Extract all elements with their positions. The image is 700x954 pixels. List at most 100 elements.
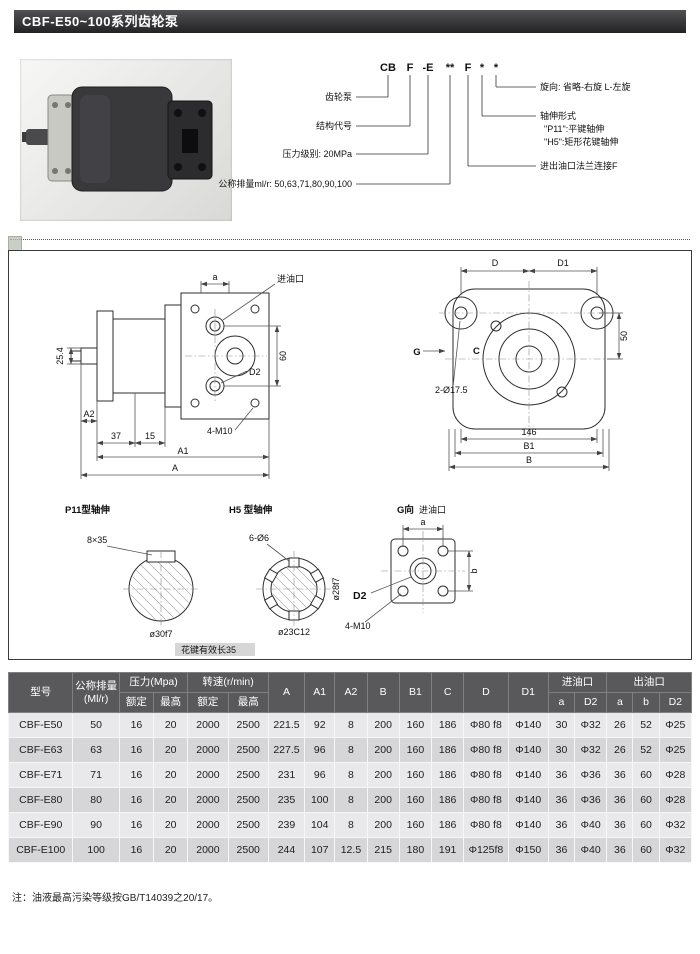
flange-d2-leader	[370, 576, 412, 594]
dim-label-d2: D2	[249, 367, 261, 377]
product-photo	[20, 59, 232, 221]
page-title-bar: CBF-E50~100系列齿轮泵	[14, 10, 686, 33]
value-cell: 191	[431, 837, 465, 864]
value-cell: 215	[366, 837, 400, 864]
top-section: CB F -E ** F * * 齿轮泵 结构代号 压力级别: 20MPa 公称…	[0, 33, 700, 252]
value-cell: 92	[304, 712, 336, 739]
value-cell: 30	[547, 737, 576, 764]
value-cell: 16	[118, 787, 155, 814]
flange-dim-a: a	[420, 517, 425, 527]
label-pressure-grade: 压力级别: 20MPa	[282, 148, 352, 159]
value-cell: 80	[72, 787, 120, 814]
value-cell: 200	[366, 812, 400, 839]
value-cell: Φ80 f8	[463, 762, 509, 789]
g-view-title: G向	[397, 504, 414, 516]
value-cell: 8	[334, 712, 368, 739]
header-inlet: 进油口	[547, 671, 608, 694]
dim-label-37: 37	[111, 431, 121, 441]
dim-label-B: B	[526, 455, 532, 465]
value-cell: 8	[334, 762, 368, 789]
header-pressure-max: 最高	[153, 692, 189, 714]
value-cell: 8	[334, 787, 368, 814]
value-cell: 200	[366, 737, 400, 764]
value-cell: 16	[118, 812, 155, 839]
value-cell: Φ28	[658, 762, 693, 789]
label-displacement: 公称排量ml/r: 50,63,71,80,90,100	[218, 178, 352, 189]
value-cell: 2000	[187, 737, 229, 764]
model-cell: CBF-E71	[7, 762, 74, 789]
dotted-separator	[10, 239, 690, 240]
value-cell: 104	[304, 812, 336, 839]
value-cell: 96	[304, 737, 336, 764]
m10-leader	[234, 407, 254, 431]
p11-key-leader	[106, 545, 153, 556]
dim-label-D1: D1	[557, 258, 569, 268]
model-cell: CBF-E50	[7, 712, 74, 739]
model-cell: CBF-E90	[7, 812, 74, 839]
value-cell: Φ80 f8	[463, 737, 509, 764]
code-token-shaft: *	[480, 62, 485, 74]
footnote: 注：油液最高污染等级按GB/T14039之20/17。	[12, 893, 219, 905]
value-cell: 160	[398, 787, 433, 814]
header-D1: D1	[507, 671, 549, 714]
value-cell: Φ32	[658, 837, 693, 864]
h5-spline-leader	[266, 543, 290, 562]
p11-shaft-drawing: P11型轴伸 8×35 ø30f7	[65, 504, 199, 639]
label-flange-connection: 进出油口法兰连接F	[540, 160, 618, 171]
header-outlet-D2: D2	[658, 692, 693, 714]
code-token-flange: F	[465, 62, 472, 74]
side-centerlines	[185, 309, 267, 403]
header-D: D	[463, 671, 509, 714]
dim-label-146: 146	[521, 427, 536, 437]
value-cell: 100	[304, 787, 336, 814]
value-cell: Φ32	[574, 737, 608, 764]
value-cell: 186	[431, 787, 465, 814]
value-cell: 227.5	[267, 737, 306, 764]
view-label-G: G	[413, 347, 420, 358]
value-cell: 244	[267, 837, 306, 864]
dim-label-A: A	[172, 463, 178, 473]
value-cell: 186	[431, 762, 465, 789]
flange-d2-label: D2	[353, 590, 367, 602]
value-cell: Φ36	[574, 787, 608, 814]
value-cell: 16	[118, 762, 155, 789]
ear-hole-leader	[452, 320, 461, 388]
value-cell: 16	[118, 712, 155, 739]
header-displacement: 公称排量(Ml/r)	[72, 671, 120, 714]
h5-shaft-drawing: H5 型轴伸	[175, 504, 341, 656]
value-cell: 186	[431, 737, 465, 764]
value-cell: 235	[267, 787, 306, 814]
value-cell: 221.5	[267, 712, 306, 739]
value-cell: 26	[606, 712, 634, 739]
code-token-rotation: *	[494, 62, 499, 74]
value-cell: 160	[398, 737, 433, 764]
value-cell: 60	[632, 787, 660, 814]
value-cell: 180	[398, 837, 433, 864]
side-view-drawing: 进油口 a D2 60 25.4 A2 37 15 A1 A 4-M10	[55, 272, 304, 479]
value-cell: 8	[334, 812, 368, 839]
p11-hatching	[130, 558, 192, 620]
value-cell: 36	[547, 762, 576, 789]
h5-outer-dia-label: ø28f7	[331, 577, 341, 600]
value-cell: 16	[118, 737, 155, 764]
value-cell: 200	[366, 787, 400, 814]
label-shaft-p11: "P11":平键轴伸	[544, 123, 604, 134]
g-view-drawing: G向 进油口 a	[345, 504, 479, 631]
value-cell: 107	[304, 837, 336, 864]
value-cell: 60	[632, 837, 660, 864]
value-cell: Φ25	[658, 712, 693, 739]
value-cell: Φ80 f8	[463, 812, 509, 839]
inlet-leader	[222, 283, 276, 321]
p11-title: P11型轴伸	[65, 504, 110, 516]
header-outlet-a: a	[606, 692, 634, 714]
value-cell: 20	[153, 812, 189, 839]
value-cell: 71	[72, 762, 120, 789]
value-cell: 36	[547, 787, 576, 814]
value-cell: 12.5	[334, 837, 368, 864]
header-inlet-D2: D2	[574, 692, 608, 714]
header-A1: A1	[304, 671, 336, 714]
side-dimensions	[67, 281, 281, 479]
